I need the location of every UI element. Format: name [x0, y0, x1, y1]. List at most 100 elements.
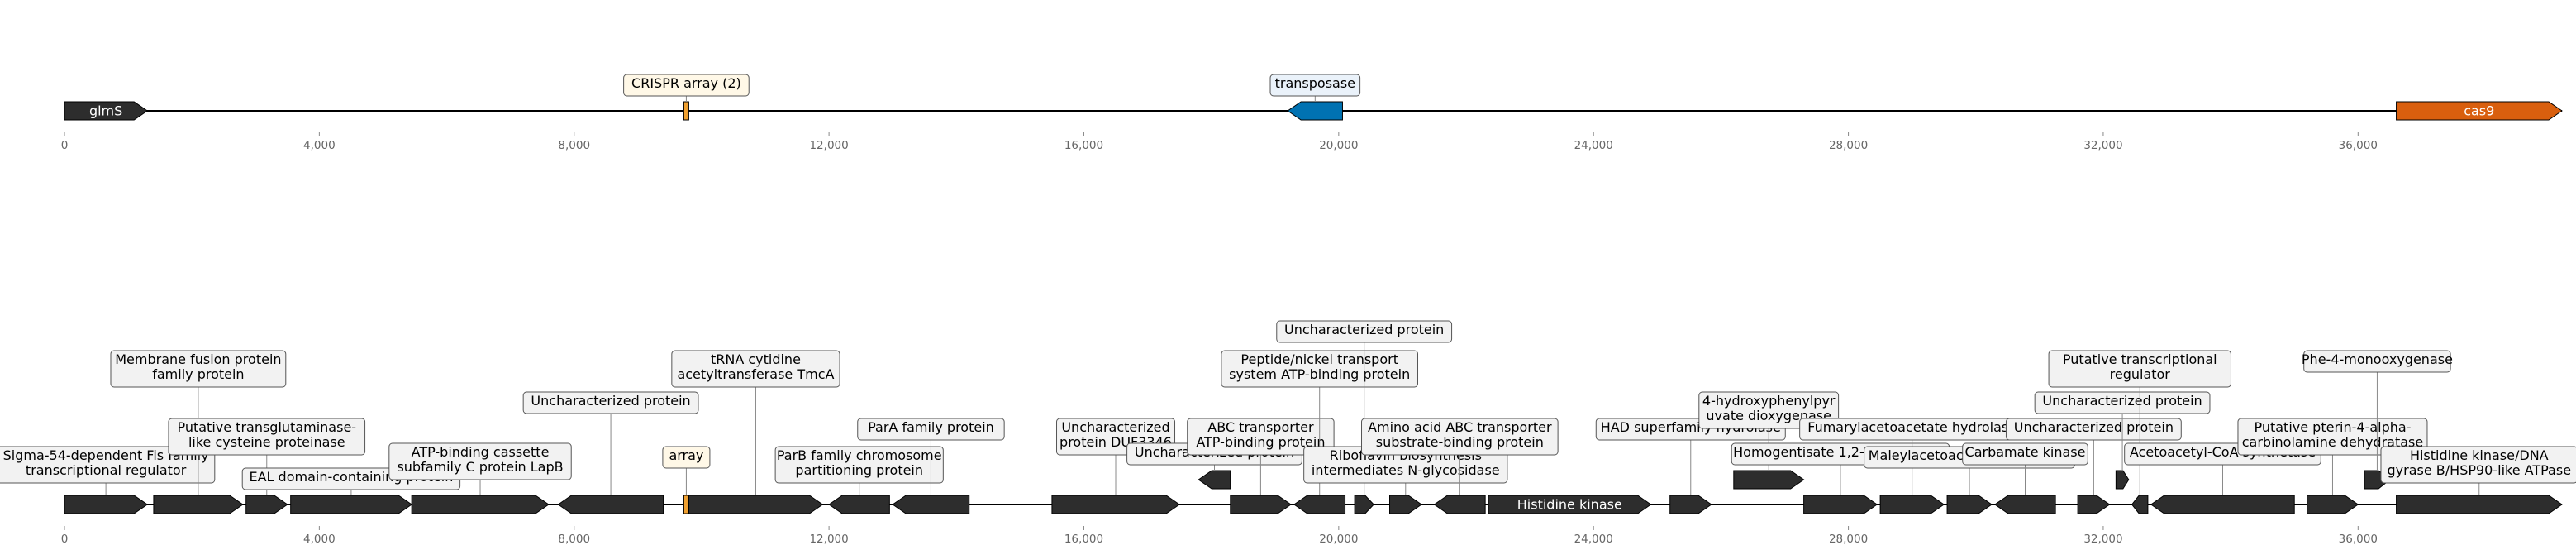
gene-arrow — [1198, 470, 1231, 490]
axis-tick-label: 8,000 — [558, 139, 590, 152]
gene-inside-label-glms: glmS — [89, 103, 122, 119]
label-box — [522, 391, 699, 414]
label-box — [1269, 74, 1361, 97]
gene-feature: Putative transglutaminase-like cysteine … — [168, 418, 366, 514]
gene-inside-label-histidine-kinase: Histidine kinase — [1517, 497, 1622, 513]
gene-arrow — [2131, 495, 2149, 514]
label-box — [0, 446, 216, 484]
axis-tick-label: 4,000 — [303, 139, 336, 152]
label-box — [1221, 350, 1419, 388]
gene-arrow — [411, 495, 550, 514]
gene-arrow — [1669, 495, 1712, 514]
gene-arrow — [688, 495, 824, 514]
axis-tick-label: 0 — [61, 139, 69, 152]
gene-arrow — [2077, 495, 2111, 514]
gene-label-uncharacterized-protein: Uncharacterized protein — [531, 393, 690, 409]
gene-arrow — [153, 495, 244, 514]
gene-feature: Riboflavin biosynthesisintermediates N-g… — [1303, 446, 1508, 514]
label-box — [1361, 418, 1559, 456]
gene-arrow — [64, 495, 149, 514]
gene-arrow — [1488, 495, 1652, 514]
gene-arrow — [1803, 495, 1878, 514]
axis-tick-label: 16,000 — [1064, 139, 1103, 152]
label-box — [857, 418, 1005, 441]
label-box — [2237, 418, 2428, 456]
label-box — [1187, 418, 1335, 456]
gene-arrow — [828, 495, 890, 514]
gene-feature: transposase — [1269, 74, 1361, 121]
gene-feature: Fumarylacetoacetate hydrolase — [1799, 418, 2026, 514]
axis-tick-label: 28,000 — [1829, 139, 1868, 152]
gene-feature: Histidine kinase — [1488, 495, 1652, 514]
gene-arrow — [1879, 495, 1945, 514]
axis-tick-label: 8,000 — [558, 533, 590, 545]
axis-tick-label: 32,000 — [2083, 533, 2122, 545]
gene-label-transposase: transposase — [1275, 75, 1355, 91]
gene-label-putative-pterin-4-alpha-carbinolamine-dehydratase: Putative pterin-4-alpha-carbinolamine de… — [2242, 419, 2423, 450]
label-box — [662, 446, 711, 469]
axis-tick-label: 36,000 — [2339, 533, 2378, 545]
gene-feature: Uncharacterized protein — [1276, 320, 1453, 514]
axis-tick-label: 32,000 — [2083, 139, 2122, 152]
gene-feature: Uncharacterized protein — [2005, 418, 2182, 514]
gene-arrow — [1433, 495, 1486, 514]
gene-arrow — [2150, 495, 2295, 514]
gene-arrow — [2307, 495, 2359, 514]
axis-tick-label: 24,000 — [1574, 533, 1613, 545]
axis-tick-label: 0 — [61, 533, 69, 545]
gene-arrow — [1993, 495, 2056, 514]
axis-tick-label: 20,000 — [1319, 533, 1358, 545]
gene-feature: ParA family protein — [857, 418, 1005, 514]
label-box — [774, 446, 944, 484]
gene-feature: Uncharacterized protein — [522, 391, 699, 514]
gene-inside-label-cas9: cas9 — [2464, 103, 2494, 119]
gene-arrow — [1946, 495, 1993, 514]
gene-arrow — [892, 495, 970, 514]
axis-tick-label: 4,000 — [303, 533, 336, 545]
gene-feature: array — [662, 446, 711, 514]
axis-tick-label: 24,000 — [1574, 139, 1613, 152]
label-box — [2380, 446, 2576, 484]
gene-arrow — [2396, 495, 2563, 514]
gene-feature: Uncharacterized protein — [2034, 391, 2211, 490]
label-box — [2034, 391, 2211, 414]
label-box — [2005, 418, 2182, 441]
label-box — [1962, 442, 2088, 466]
label-box — [671, 350, 840, 388]
gene-arrow — [64, 101, 149, 121]
gene-arrow — [557, 495, 664, 514]
label-box — [168, 418, 366, 456]
gene-feature: CRISPR array (2) — [623, 74, 750, 121]
axis-tick-label: 28,000 — [1829, 533, 1868, 545]
gene-label-para-family-protein: ParA family protein — [868, 419, 994, 435]
gene-arrow — [2115, 470, 2130, 490]
gene-arrow — [1051, 495, 1180, 514]
gene-label-uncharacterized-protein: Uncharacterized protein — [1284, 322, 1444, 337]
gene-arrow — [1389, 495, 1422, 514]
gene-feature: Putative pterin-4-alpha-carbinolamine de… — [2237, 418, 2428, 514]
gene-label-putative-transglutaminase-like-cysteine-proteinase: Putative transglutaminase-like cysteine … — [177, 419, 356, 450]
gene-feature: Phe-4-monooxygenase — [2302, 350, 2453, 490]
gene-feature: Acetoacetyl-CoA synthetase — [2124, 442, 2321, 514]
gene-arrow — [290, 495, 413, 514]
crispr-array-marker — [683, 101, 689, 121]
